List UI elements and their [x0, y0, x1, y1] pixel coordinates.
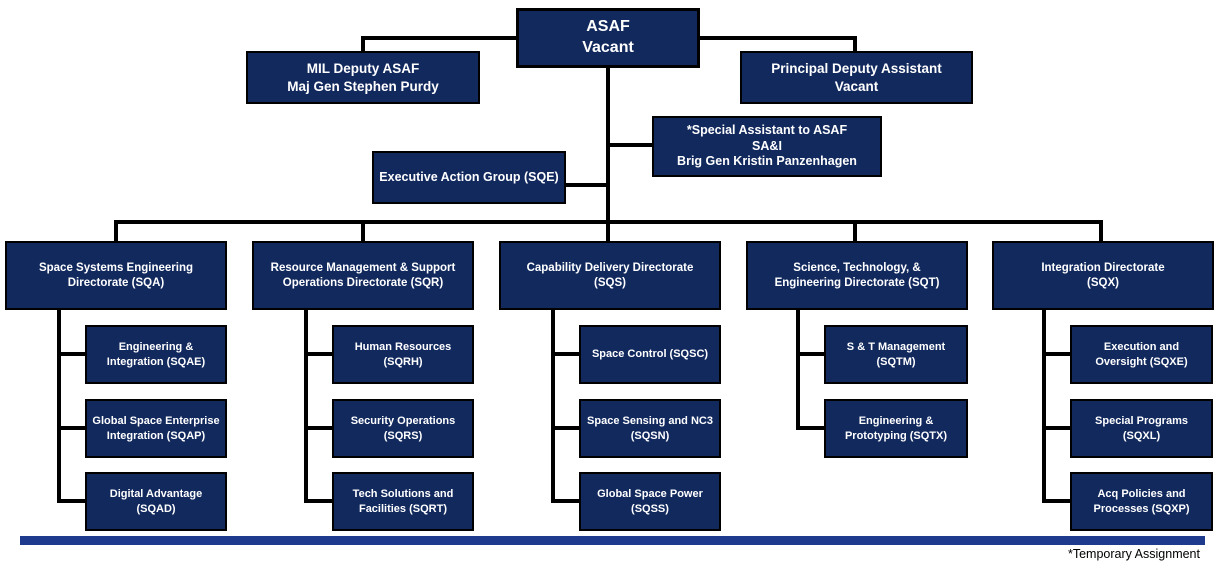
connector-stub — [1042, 352, 1072, 356]
box-unit-sqap: Global Space Enterprise Integration (SQA… — [85, 399, 227, 458]
connector-trunk-sqa — [57, 310, 61, 503]
connector-trunk-sqt — [796, 310, 800, 430]
box-directorate-sqt: Science, Technology, & Engineering Direc… — [746, 241, 968, 310]
connector-special-assistant-stub — [608, 143, 652, 147]
connector-stub — [1042, 499, 1072, 503]
box-mil-deputy-asaf: MIL Deputy ASAF Maj Gen Stephen Purdy — [246, 51, 480, 104]
connector-stub — [1042, 426, 1072, 430]
connector-trunk-sqs — [551, 310, 555, 503]
connector-drop-sqs — [606, 220, 610, 241]
connector-drop-sqa — [114, 220, 118, 241]
connector-stub — [57, 352, 87, 356]
connector-stub — [551, 499, 581, 503]
connector-stub — [304, 499, 334, 503]
box-unit-sqtx: Engineering & Prototyping (SQTX) — [824, 399, 968, 458]
box-asaf: ASAF Vacant — [516, 8, 700, 68]
connector-stub — [304, 352, 334, 356]
box-principal-deputy-assistant: Principal Deputy Assistant Vacant — [740, 51, 973, 104]
box-unit-sqxl: Special Programs (SQXL) — [1070, 399, 1213, 458]
connector-stub — [796, 426, 826, 430]
box-unit-sqad: Digital Advantage (SQAD) — [85, 472, 227, 531]
connector-stub — [304, 426, 334, 430]
connector-trunk-sqr — [304, 310, 308, 503]
connector-drop-mil-deputy — [361, 36, 365, 51]
connector-trunk-sqx — [1042, 310, 1046, 503]
box-executive-action-group: Executive Action Group (SQE) — [372, 151, 566, 204]
connector-drop-principal-deputy — [853, 36, 857, 51]
box-unit-sqss: Global Space Power (SQSS) — [579, 472, 721, 531]
footnote-temporary-assignment: *Temporary Assignment — [1067, 547, 1200, 561]
connector-executive-action-group-stub — [564, 183, 608, 187]
box-unit-sqrt: Tech Solutions and Facilities (SQRT) — [332, 472, 474, 531]
connector-asaf-right — [698, 36, 857, 40]
box-directorate-sqa: Space Systems Engineering Directorate (S… — [5, 241, 227, 310]
connector-stub — [551, 352, 581, 356]
connector-asaf-left — [361, 36, 518, 40]
box-unit-sqsc: Space Control (SQSC) — [579, 325, 721, 384]
connector-drop-sqr — [361, 220, 365, 241]
box-directorate-sqs: Capability Delivery Directorate (SQS) — [499, 241, 721, 310]
box-unit-sqxp: Acq Policies and Processes (SQXP) — [1070, 472, 1213, 531]
box-unit-sqae: Engineering & Integration (SQAE) — [85, 325, 227, 384]
box-unit-sqsn: Space Sensing and NC3 (SQSN) — [579, 399, 721, 458]
box-unit-sqrh: Human Resources (SQRH) — [332, 325, 474, 384]
box-special-assistant-asaf: *Special Assistant to ASAF SA&I Brig Gen… — [652, 116, 882, 177]
connector-stub — [551, 426, 581, 430]
box-unit-sqrs: Security Operations (SQRS) — [332, 399, 474, 458]
connector-stub — [796, 352, 826, 356]
connector-drop-sqx — [1099, 220, 1103, 241]
box-unit-sqtm: S & T Management (SQTM) — [824, 325, 968, 384]
bottom-accent-bar — [20, 536, 1205, 545]
connector-stub — [57, 499, 87, 503]
connector-stub — [57, 426, 87, 430]
box-unit-sqxe: Execution and Oversight (SQXE) — [1070, 325, 1213, 384]
connector-drop-sqt — [853, 220, 857, 241]
box-directorate-sqx: Integration Directorate (SQX) — [992, 241, 1214, 310]
box-directorate-sqr: Resource Management & Support Operations… — [252, 241, 474, 310]
